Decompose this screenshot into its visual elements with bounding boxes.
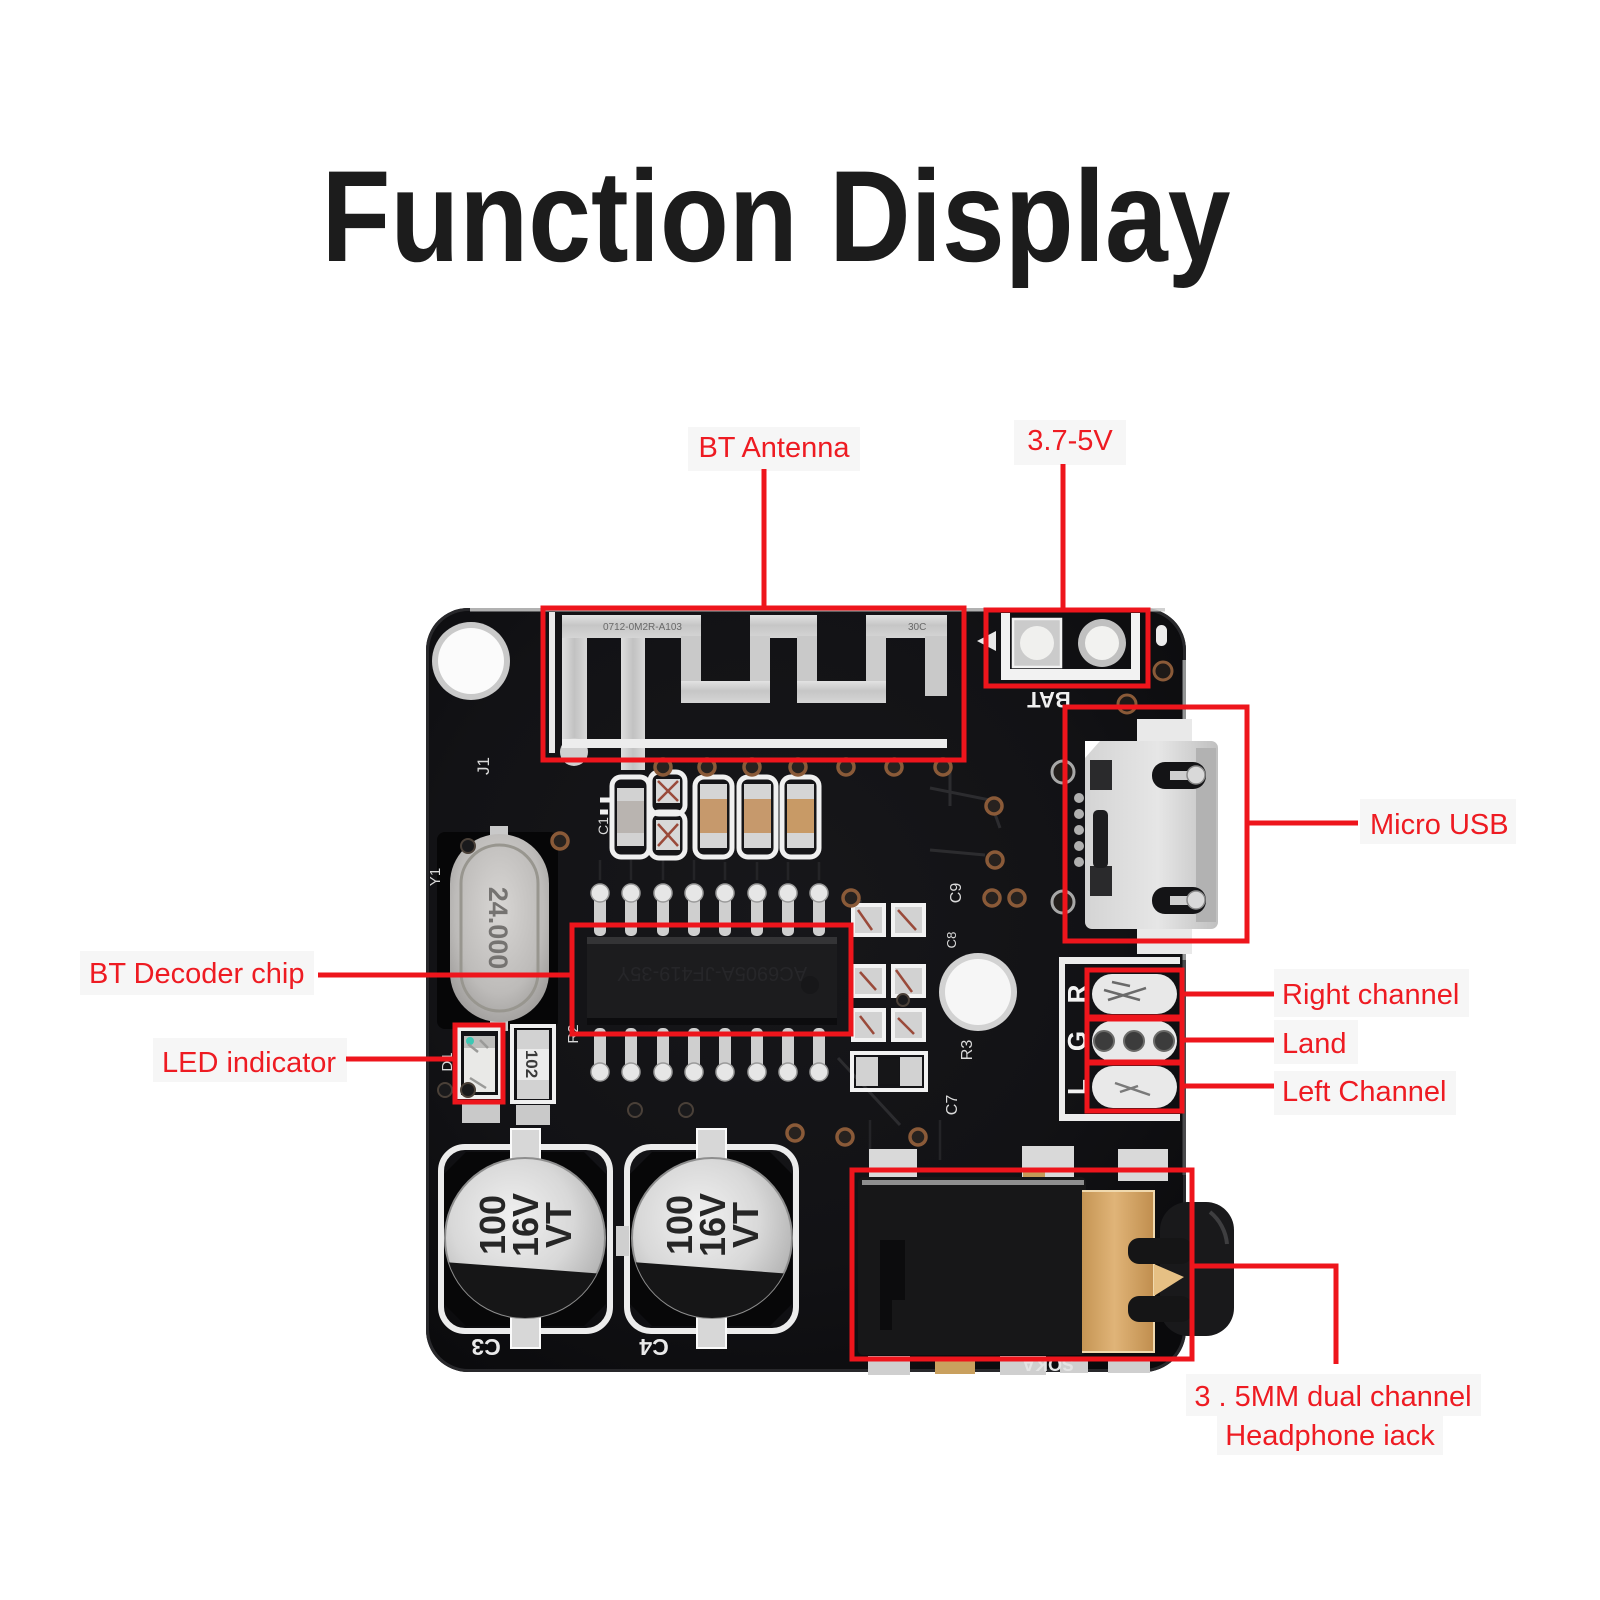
svg-text:102: 102 (522, 1050, 541, 1078)
svg-text:3 . 5MM dual channel: 3 . 5MM dual channel (1194, 1381, 1471, 1413)
svg-text:VT: VT (538, 1202, 579, 1248)
svg-text:Y1: Y1 (427, 868, 444, 886)
svg-text:VT: VT (725, 1202, 766, 1248)
svg-text:30C: 30C (908, 622, 926, 633)
svg-text:Right channel: Right channel (1282, 979, 1459, 1011)
svg-text:C8: C8 (944, 932, 959, 949)
svg-text:100: 100 (472, 1195, 513, 1255)
svg-text:24.000: 24.000 (483, 887, 513, 970)
svg-text:100: 100 (659, 1195, 700, 1255)
svg-text:Function Display: Function Display (321, 144, 1230, 289)
svg-text:Micro USB: Micro USB (1370, 809, 1509, 841)
svg-text:J1: J1 (474, 757, 493, 775)
svg-text:LED indicator: LED indicator (162, 1047, 336, 1079)
svg-text:C7: C7 (944, 1095, 961, 1116)
svg-text:BT Decoder chip: BT Decoder chip (89, 958, 304, 990)
svg-text:16V: 16V (505, 1193, 546, 1257)
svg-text:Land: Land (1282, 1028, 1347, 1060)
svg-text:C3: C3 (471, 1334, 500, 1360)
svg-text:BT Antenna: BT Antenna (698, 432, 850, 464)
svg-text:Headphone iack: Headphone iack (1225, 1420, 1435, 1452)
svg-text:R3: R3 (959, 1040, 976, 1061)
svg-text:AC6905A-JF419-35Y: AC6905A-JF419-35Y (617, 962, 807, 984)
svg-text:C4: C4 (639, 1334, 669, 1360)
svg-text:0712-0M2R-A103: 0712-0M2R-A103 (603, 622, 682, 633)
svg-text:C9: C9 (948, 883, 965, 904)
svg-text:C1: C1 (595, 817, 611, 835)
svg-text:Left Channel: Left Channel (1282, 1076, 1446, 1108)
svg-text:3.7-5V: 3.7-5V (1027, 425, 1113, 457)
svg-text:16V: 16V (692, 1193, 733, 1257)
